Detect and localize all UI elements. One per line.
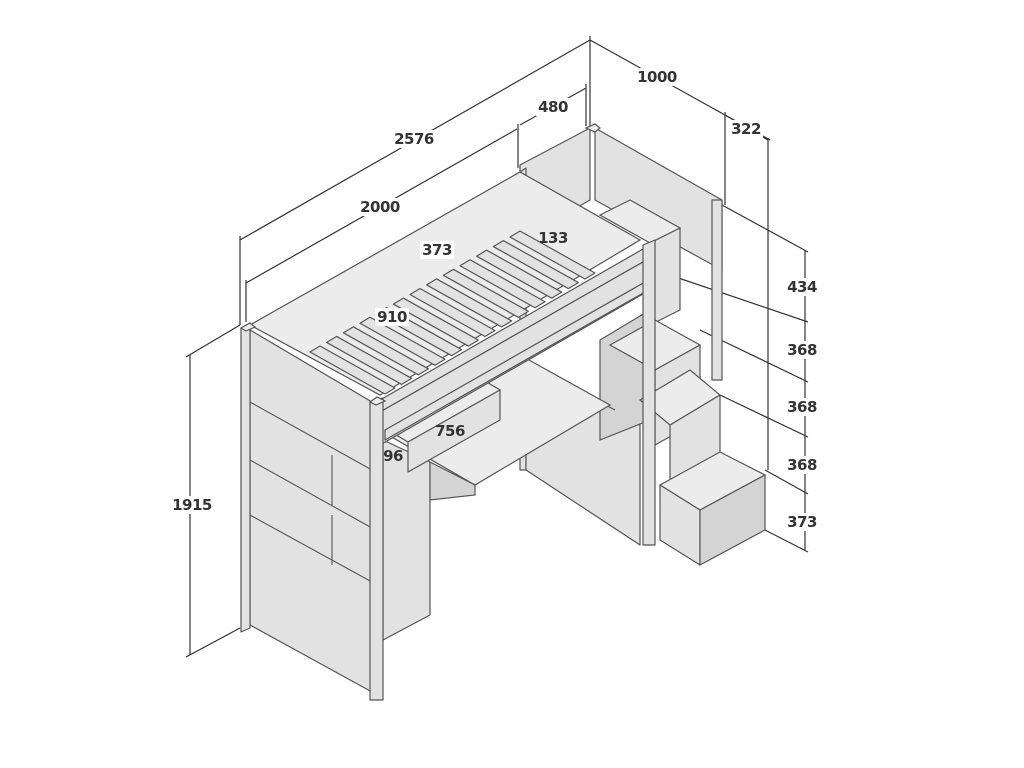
dim-drawer-height: 96 [383, 447, 403, 465]
slat [326, 335, 413, 386]
desk [381, 354, 612, 641]
dim-step-height: 434 [785, 278, 819, 296]
slatted-base [248, 171, 651, 446]
dim-stair-width: 322 [729, 120, 763, 138]
slat [342, 326, 429, 376]
dim-total-length: 2576 [392, 130, 436, 148]
dim-bed-length: 2000 [358, 198, 402, 216]
slat [492, 239, 579, 290]
slat [409, 287, 496, 338]
dim-drawer-width: 756 [435, 422, 465, 440]
dim-step-height: 368 [785, 398, 819, 416]
slat [442, 268, 529, 318]
slat [359, 316, 446, 366]
dim-rail-gap: 133 [538, 229, 568, 247]
slat [459, 259, 546, 309]
dim-step-height: 373 [785, 513, 819, 531]
slat [426, 278, 513, 328]
dim-total-depth: 1000 [635, 68, 679, 86]
dim-bed-width: 910 [375, 308, 409, 326]
dim-guard-height: 373 [420, 241, 454, 259]
dim-step-height: 368 [785, 341, 819, 359]
dim-step-height: 368 [785, 456, 819, 474]
slat [392, 297, 479, 347]
slat [509, 230, 596, 280]
dim-stair-depth: 480 [536, 98, 570, 116]
dim-total-height: 1915 [170, 496, 214, 514]
slat [476, 249, 563, 299]
end-panel [239, 239, 656, 701]
slat [309, 345, 396, 395]
